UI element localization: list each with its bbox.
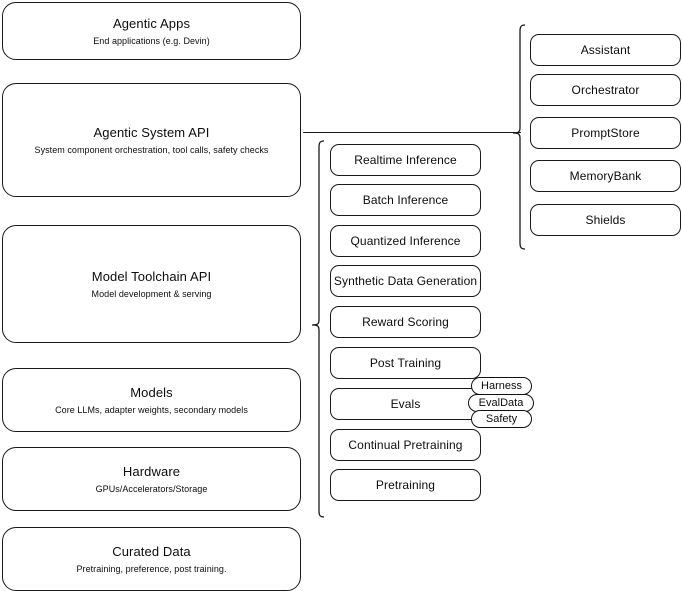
layer-box-curated-data[interactable]: Curated Data Pretraining, preference, po…: [2, 527, 301, 591]
component-label: Assistant: [580, 42, 631, 57]
agentic-component-shields[interactable]: Shields: [530, 204, 681, 236]
evals-subcomponent-harness[interactable]: Harness: [471, 377, 532, 395]
toolchain-component-realtime-inference[interactable]: Realtime Inference: [330, 144, 481, 176]
layer-subtitle: GPUs/Accelerators/Storage: [95, 483, 208, 494]
toolchain-component-reward-scoring[interactable]: Reward Scoring: [330, 306, 481, 338]
layer-box-models[interactable]: Models Core LLMs, adapter weights, secon…: [2, 368, 301, 432]
layer-box-model-toolchain-api[interactable]: Model Toolchain API Model development & …: [2, 225, 301, 343]
toolchain-component-batch-inference[interactable]: Batch Inference: [330, 184, 481, 216]
layer-title: Agentic System API: [93, 124, 210, 140]
toolchain-component-synthetic-data-generation[interactable]: Synthetic Data Generation: [330, 265, 481, 297]
component-label: PromptStore: [571, 125, 640, 140]
component-label: Continual Pretraining: [348, 437, 463, 452]
layer-subtitle: System component orchestration, tool cal…: [34, 144, 269, 155]
layer-box-agentic-apps[interactable]: Agentic Apps End applications (e.g. Devi…: [2, 2, 301, 60]
layer-subtitle: Pretraining, preference, post training.: [76, 563, 227, 574]
component-label: Synthetic Data Generation: [333, 273, 478, 288]
layer-title: Agentic Apps: [112, 15, 191, 31]
layer-title: Curated Data: [112, 543, 191, 559]
layer-box-agentic-system-api[interactable]: Agentic System API System component orch…: [2, 83, 301, 197]
toolchain-component-evals[interactable]: Evals: [330, 388, 481, 420]
agentic-component-assistant[interactable]: Assistant: [530, 34, 681, 66]
layer-subtitle: Model development & serving: [91, 288, 212, 299]
connector-agentic-system-to-components: [303, 132, 521, 133]
component-label: Quantized Inference: [350, 233, 461, 248]
component-label: Realtime Inference: [354, 152, 457, 167]
toolchain-component-post-training[interactable]: Post Training: [330, 347, 481, 379]
layer-subtitle: Core LLMs, adapter weights, secondary mo…: [55, 404, 248, 415]
agentic-component-orchestrator[interactable]: Orchestrator: [530, 74, 681, 106]
toolchain-component-pretraining[interactable]: Pretraining: [330, 469, 481, 501]
component-label: Pretraining: [375, 477, 436, 492]
brace-toolchain-components: [311, 140, 325, 518]
layer-subtitle: End applications (e.g. Devin): [93, 35, 210, 46]
brace-agentic-system-components: [512, 24, 526, 250]
component-label: Evals: [390, 396, 421, 411]
layer-title: Model Toolchain API: [91, 268, 212, 284]
toolchain-component-continual-pretraining[interactable]: Continual Pretraining: [330, 429, 481, 461]
layer-title: Hardware: [122, 463, 181, 479]
component-label: MemoryBank: [569, 168, 642, 183]
evals-subcomponent-safety[interactable]: Safety: [471, 410, 532, 428]
component-label: Post Training: [369, 355, 442, 370]
layer-title: Models: [130, 384, 173, 400]
toolchain-component-quantized-inference[interactable]: Quantized Inference: [330, 225, 481, 257]
component-label: Shields: [585, 212, 626, 227]
agentic-component-promptstore[interactable]: PromptStore: [530, 117, 681, 149]
layer-box-hardware[interactable]: Hardware GPUs/Accelerators/Storage: [2, 447, 301, 511]
agentic-component-memorybank[interactable]: MemoryBank: [530, 160, 681, 192]
component-label: Batch Inference: [362, 192, 449, 207]
component-label: Orchestrator: [571, 82, 640, 97]
component-label: Reward Scoring: [362, 314, 449, 329]
